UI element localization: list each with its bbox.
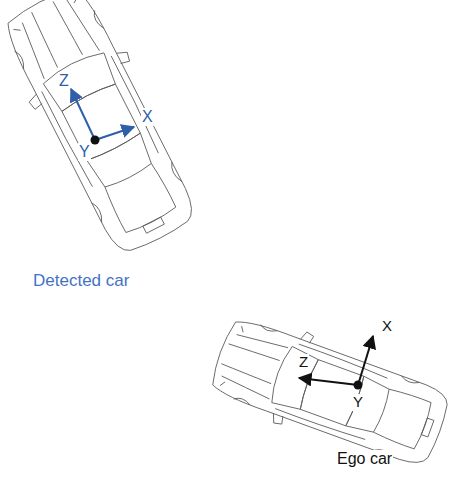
ego-car-drawing — [204, 307, 456, 478]
axis-label: Y — [78, 143, 91, 161]
axis-label: X — [381, 318, 393, 335]
axis-label: Y — [352, 394, 364, 411]
detected-car-axes — [71, 89, 134, 145]
detected-car-drawing — [0, 0, 209, 263]
ego-car-axes — [299, 336, 373, 390]
axis-label: Z — [58, 72, 70, 90]
axis-label: X — [141, 108, 154, 126]
axis-label: Z — [298, 354, 309, 371]
car-caption: Ego car — [336, 450, 393, 468]
car-caption: Detected car — [32, 272, 130, 291]
